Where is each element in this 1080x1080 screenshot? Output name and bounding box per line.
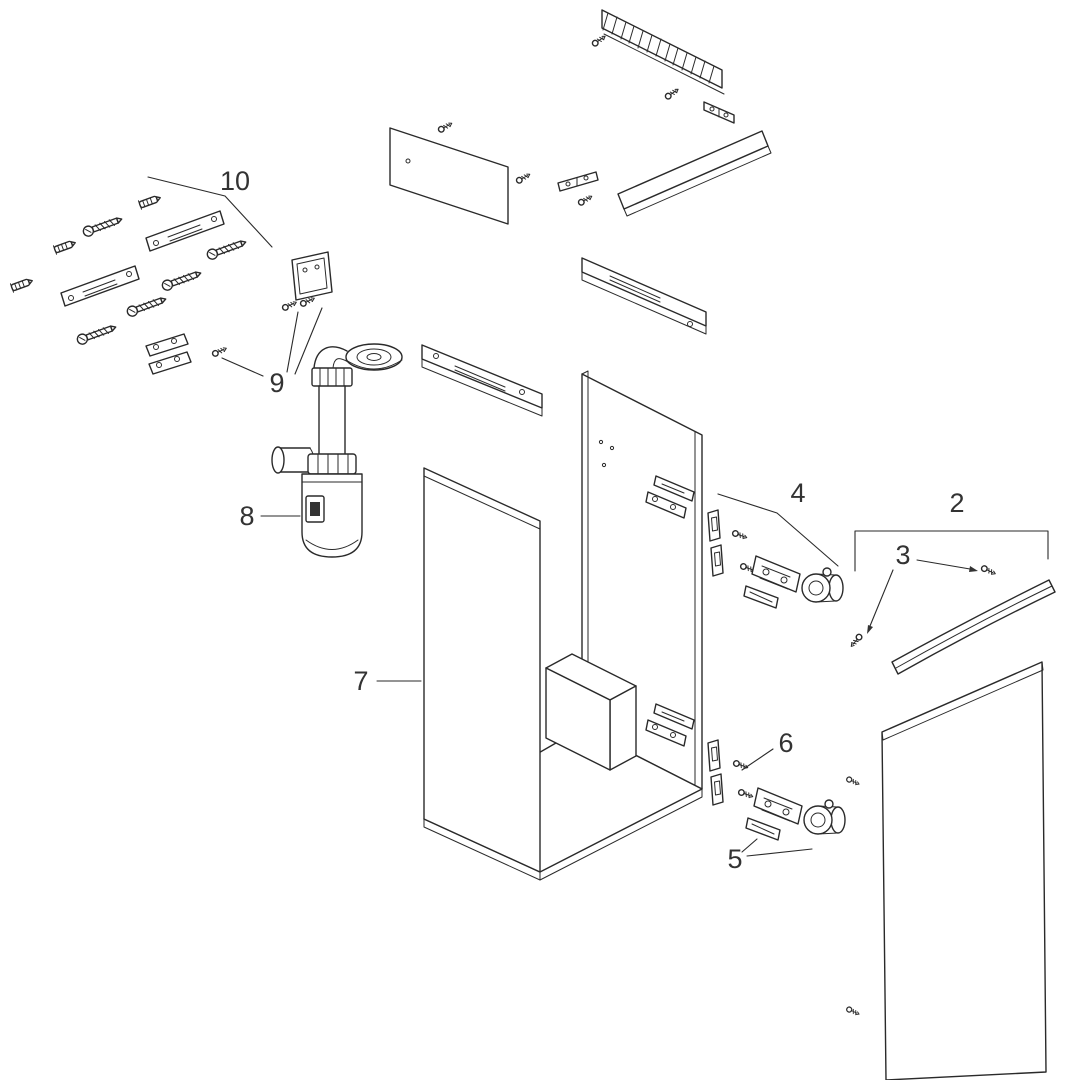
corner-bracket-right [703, 101, 735, 124]
hinge-mount-top [645, 475, 695, 519]
leader-5b [741, 838, 758, 853]
hinge-mount-bottom [645, 703, 695, 747]
leader-9a [221, 357, 264, 377]
inner-shelf-box [545, 653, 637, 771]
siphon-outlet [271, 446, 315, 474]
part-8-siphon [271, 343, 403, 558]
part-10-mounting-kit [9, 192, 249, 375]
part-label-6: 6 [778, 728, 793, 758]
part-label-5: 5 [727, 844, 742, 874]
leader-10 [147, 176, 273, 248]
part-7-cabinet-body [423, 370, 703, 881]
part-label-8: 8 [239, 501, 254, 531]
part-label-4: 4 [790, 478, 805, 508]
mid-wall-rail [581, 257, 707, 335]
top-rail-profile [590, 9, 725, 101]
part-label-3: 3 [895, 540, 910, 570]
mounting-clip [145, 333, 229, 375]
leader-2 [854, 530, 1049, 572]
part-label-7: 7 [353, 666, 368, 696]
part-6-fittings-bottom [707, 739, 755, 806]
cabinet-hanging-rail [421, 344, 543, 417]
part-2-door [845, 579, 1056, 1080]
mounting-rail [60, 265, 140, 307]
part-label-2: 2 [949, 488, 964, 518]
part-4-hinge-top [707, 509, 844, 609]
leader-6 [741, 748, 774, 771]
corner-bracket-center [557, 171, 599, 207]
leader-4 [717, 493, 839, 567]
part-label-9: 9 [269, 368, 284, 398]
arrowhead [969, 566, 978, 572]
drain-flange [345, 343, 403, 371]
leader-3b [916, 559, 971, 570]
part-9-fittings [280, 251, 333, 312]
leader-9b [286, 311, 299, 373]
top-board [617, 130, 772, 217]
leader-3a [869, 569, 894, 627]
part-3-screws [848, 564, 998, 649]
part-label-10: 10 [220, 166, 250, 196]
part-5-hinge-bottom [745, 787, 846, 841]
back-panel-top [389, 120, 532, 225]
leader-9c [294, 307, 323, 375]
leaders-and-labels: 2 3 4 5 6 7 8 9 10 [147, 166, 1049, 874]
cabinet-left-panel [423, 467, 541, 873]
arrowhead [867, 625, 873, 634]
leader-5a [746, 848, 813, 857]
door-trim-strip [891, 579, 1056, 675]
mounting-rail [145, 210, 225, 252]
